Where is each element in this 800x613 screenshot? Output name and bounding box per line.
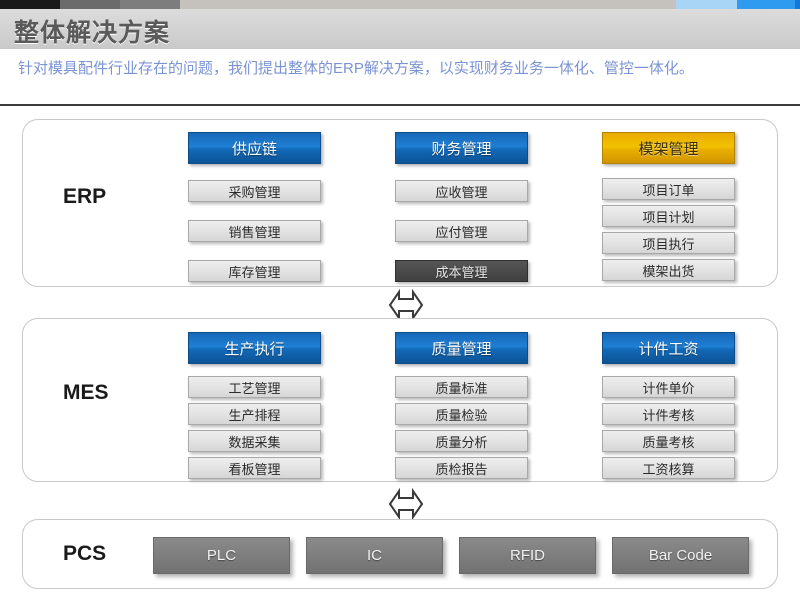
subtitle-text: 针对模具配件行业存在的问题，我们提出整体的ERP解决方案，以实现财务业务一体化、…	[18, 60, 694, 77]
pcs-button-bar-code[interactable]: Bar Code	[612, 537, 749, 574]
item-purchase-management[interactable]: 采购管理	[188, 180, 321, 202]
item-data-collection[interactable]: 数据采集	[188, 430, 321, 452]
double-arrow-vertical-icon	[388, 288, 424, 322]
item-cost-management[interactable]: 成本管理	[395, 260, 528, 282]
item-payable-management[interactable]: 应付管理	[395, 220, 528, 242]
seg-bright-blue	[737, 0, 795, 9]
item-wage-accounting[interactable]: 工资核算	[602, 457, 735, 479]
seg-light-blue	[676, 0, 737, 9]
item-inventory-management[interactable]: 库存管理	[188, 260, 321, 282]
seg-dark-gray	[60, 0, 120, 9]
item-quality-standard[interactable]: 质量标准	[395, 376, 528, 398]
item-process-management[interactable]: 工艺管理	[188, 376, 321, 398]
item-mold-base-shipment[interactable]: 模架出货	[602, 259, 735, 281]
pcs-button-plc[interactable]: PLC	[153, 537, 290, 574]
layer-erp: ERP 供应链 采购管理 销售管理 库存管理 财务管理 应收管理 应付管理 成本…	[22, 119, 778, 287]
header-button-piece-rate-wage[interactable]: 计件工资	[602, 332, 735, 364]
item-quality-inspection[interactable]: 质量检验	[395, 403, 528, 425]
layer-label-erp: ERP	[63, 185, 107, 208]
item-quality-analysis[interactable]: 质量分析	[395, 430, 528, 452]
connector-erp-mes	[386, 288, 426, 322]
connector-mes-pcs	[386, 487, 426, 521]
layer-label-mes: MES	[63, 381, 109, 404]
title-band: 整体解决方案	[0, 9, 800, 49]
header-button-finance-management[interactable]: 财务管理	[395, 132, 528, 164]
mes-columns: 生产执行 工艺管理 生产排程 数据采集 看板管理 质量管理 质量标准 质量检验 …	[143, 319, 779, 481]
subtitle-section: 针对模具配件行业存在的问题，我们提出整体的ERP解决方案，以实现财务业务一体化、…	[0, 49, 800, 106]
seg-mid-gray	[120, 0, 180, 9]
item-project-plan[interactable]: 项目计划	[602, 205, 735, 227]
item-sales-management[interactable]: 销售管理	[188, 220, 321, 242]
header-button-quality-management[interactable]: 质量管理	[395, 332, 528, 364]
page-title: 整体解决方案	[14, 19, 171, 47]
item-piece-rate-assessment[interactable]: 计件考核	[602, 403, 735, 425]
seg-black	[0, 0, 60, 9]
seg-light-gray	[180, 0, 676, 9]
layer-label-pcs: PCS	[63, 542, 107, 565]
item-kanban-management[interactable]: 看板管理	[188, 457, 321, 479]
item-receivable-management[interactable]: 应收管理	[395, 180, 528, 202]
double-arrow-vertical-icon	[388, 487, 424, 521]
item-piece-rate-price[interactable]: 计件单价	[602, 376, 735, 398]
header-button-supply-chain[interactable]: 供应链	[188, 132, 321, 164]
header-button-mold-base-management[interactable]: 模架管理	[602, 132, 735, 164]
item-production-scheduling[interactable]: 生产排程	[188, 403, 321, 425]
item-project-order[interactable]: 项目订单	[602, 178, 735, 200]
item-inspection-report[interactable]: 质检报告	[395, 457, 528, 479]
item-project-execution[interactable]: 项目执行	[602, 232, 735, 254]
seg-deep-blue	[795, 0, 800, 9]
erp-columns: 供应链 采购管理 销售管理 库存管理 财务管理 应收管理 应付管理 成本管理 模…	[143, 120, 779, 286]
item-quality-assessment[interactable]: 质量考核	[602, 430, 735, 452]
layer-mes: MES 生产执行 工艺管理 生产排程 数据采集 看板管理 质量管理 质量标准 质…	[22, 318, 778, 482]
pcs-button-ic[interactable]: IC	[306, 537, 443, 574]
header-button-production-execution[interactable]: 生产执行	[188, 332, 321, 364]
pcs-button-rfid[interactable]: RFID	[459, 537, 596, 574]
top-decorative-bar	[0, 0, 800, 9]
pcs-button-row: PLC IC RFID Bar Code	[153, 537, 749, 574]
layer-pcs: PCS PLC IC RFID Bar Code	[22, 519, 778, 589]
